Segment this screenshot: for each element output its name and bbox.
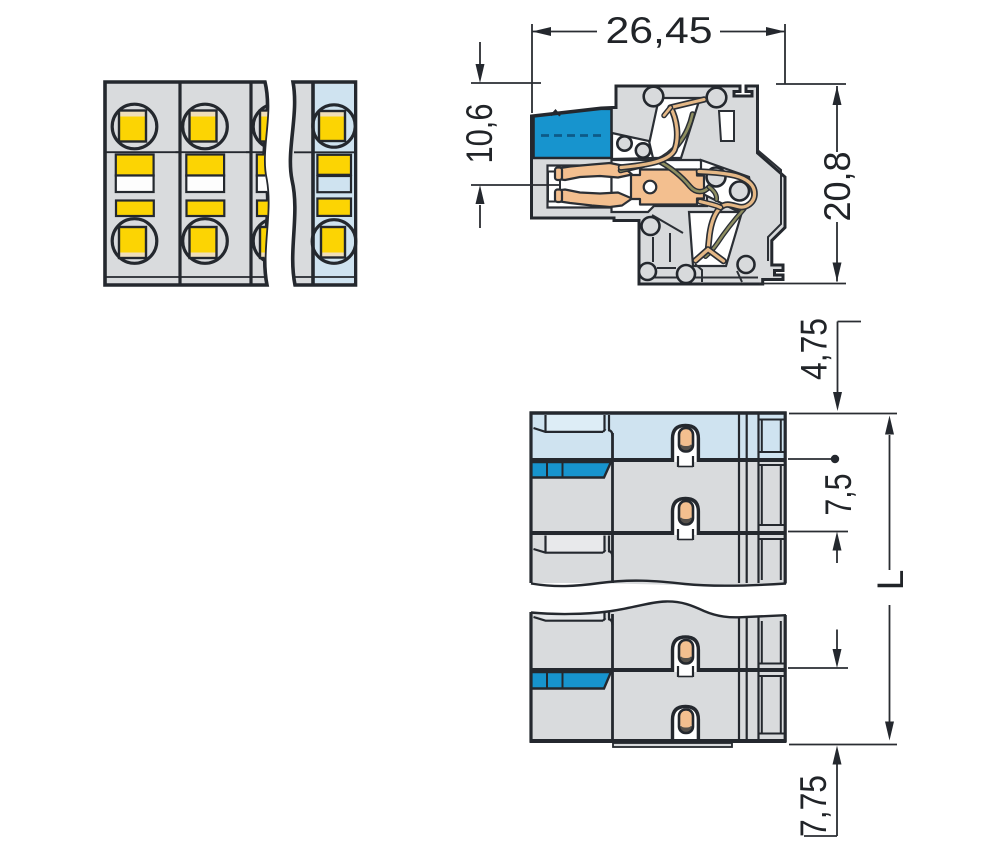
svg-text:10,6: 10,6	[459, 104, 500, 164]
svg-text:L: L	[870, 570, 911, 591]
svg-text:7,5: 7,5	[818, 474, 859, 516]
svg-text:20,8: 20,8	[817, 152, 858, 222]
svg-text:26,45: 26,45	[606, 10, 713, 51]
svg-text:7,75: 7,75	[793, 775, 834, 837]
svg-text:4,75: 4,75	[794, 318, 835, 380]
